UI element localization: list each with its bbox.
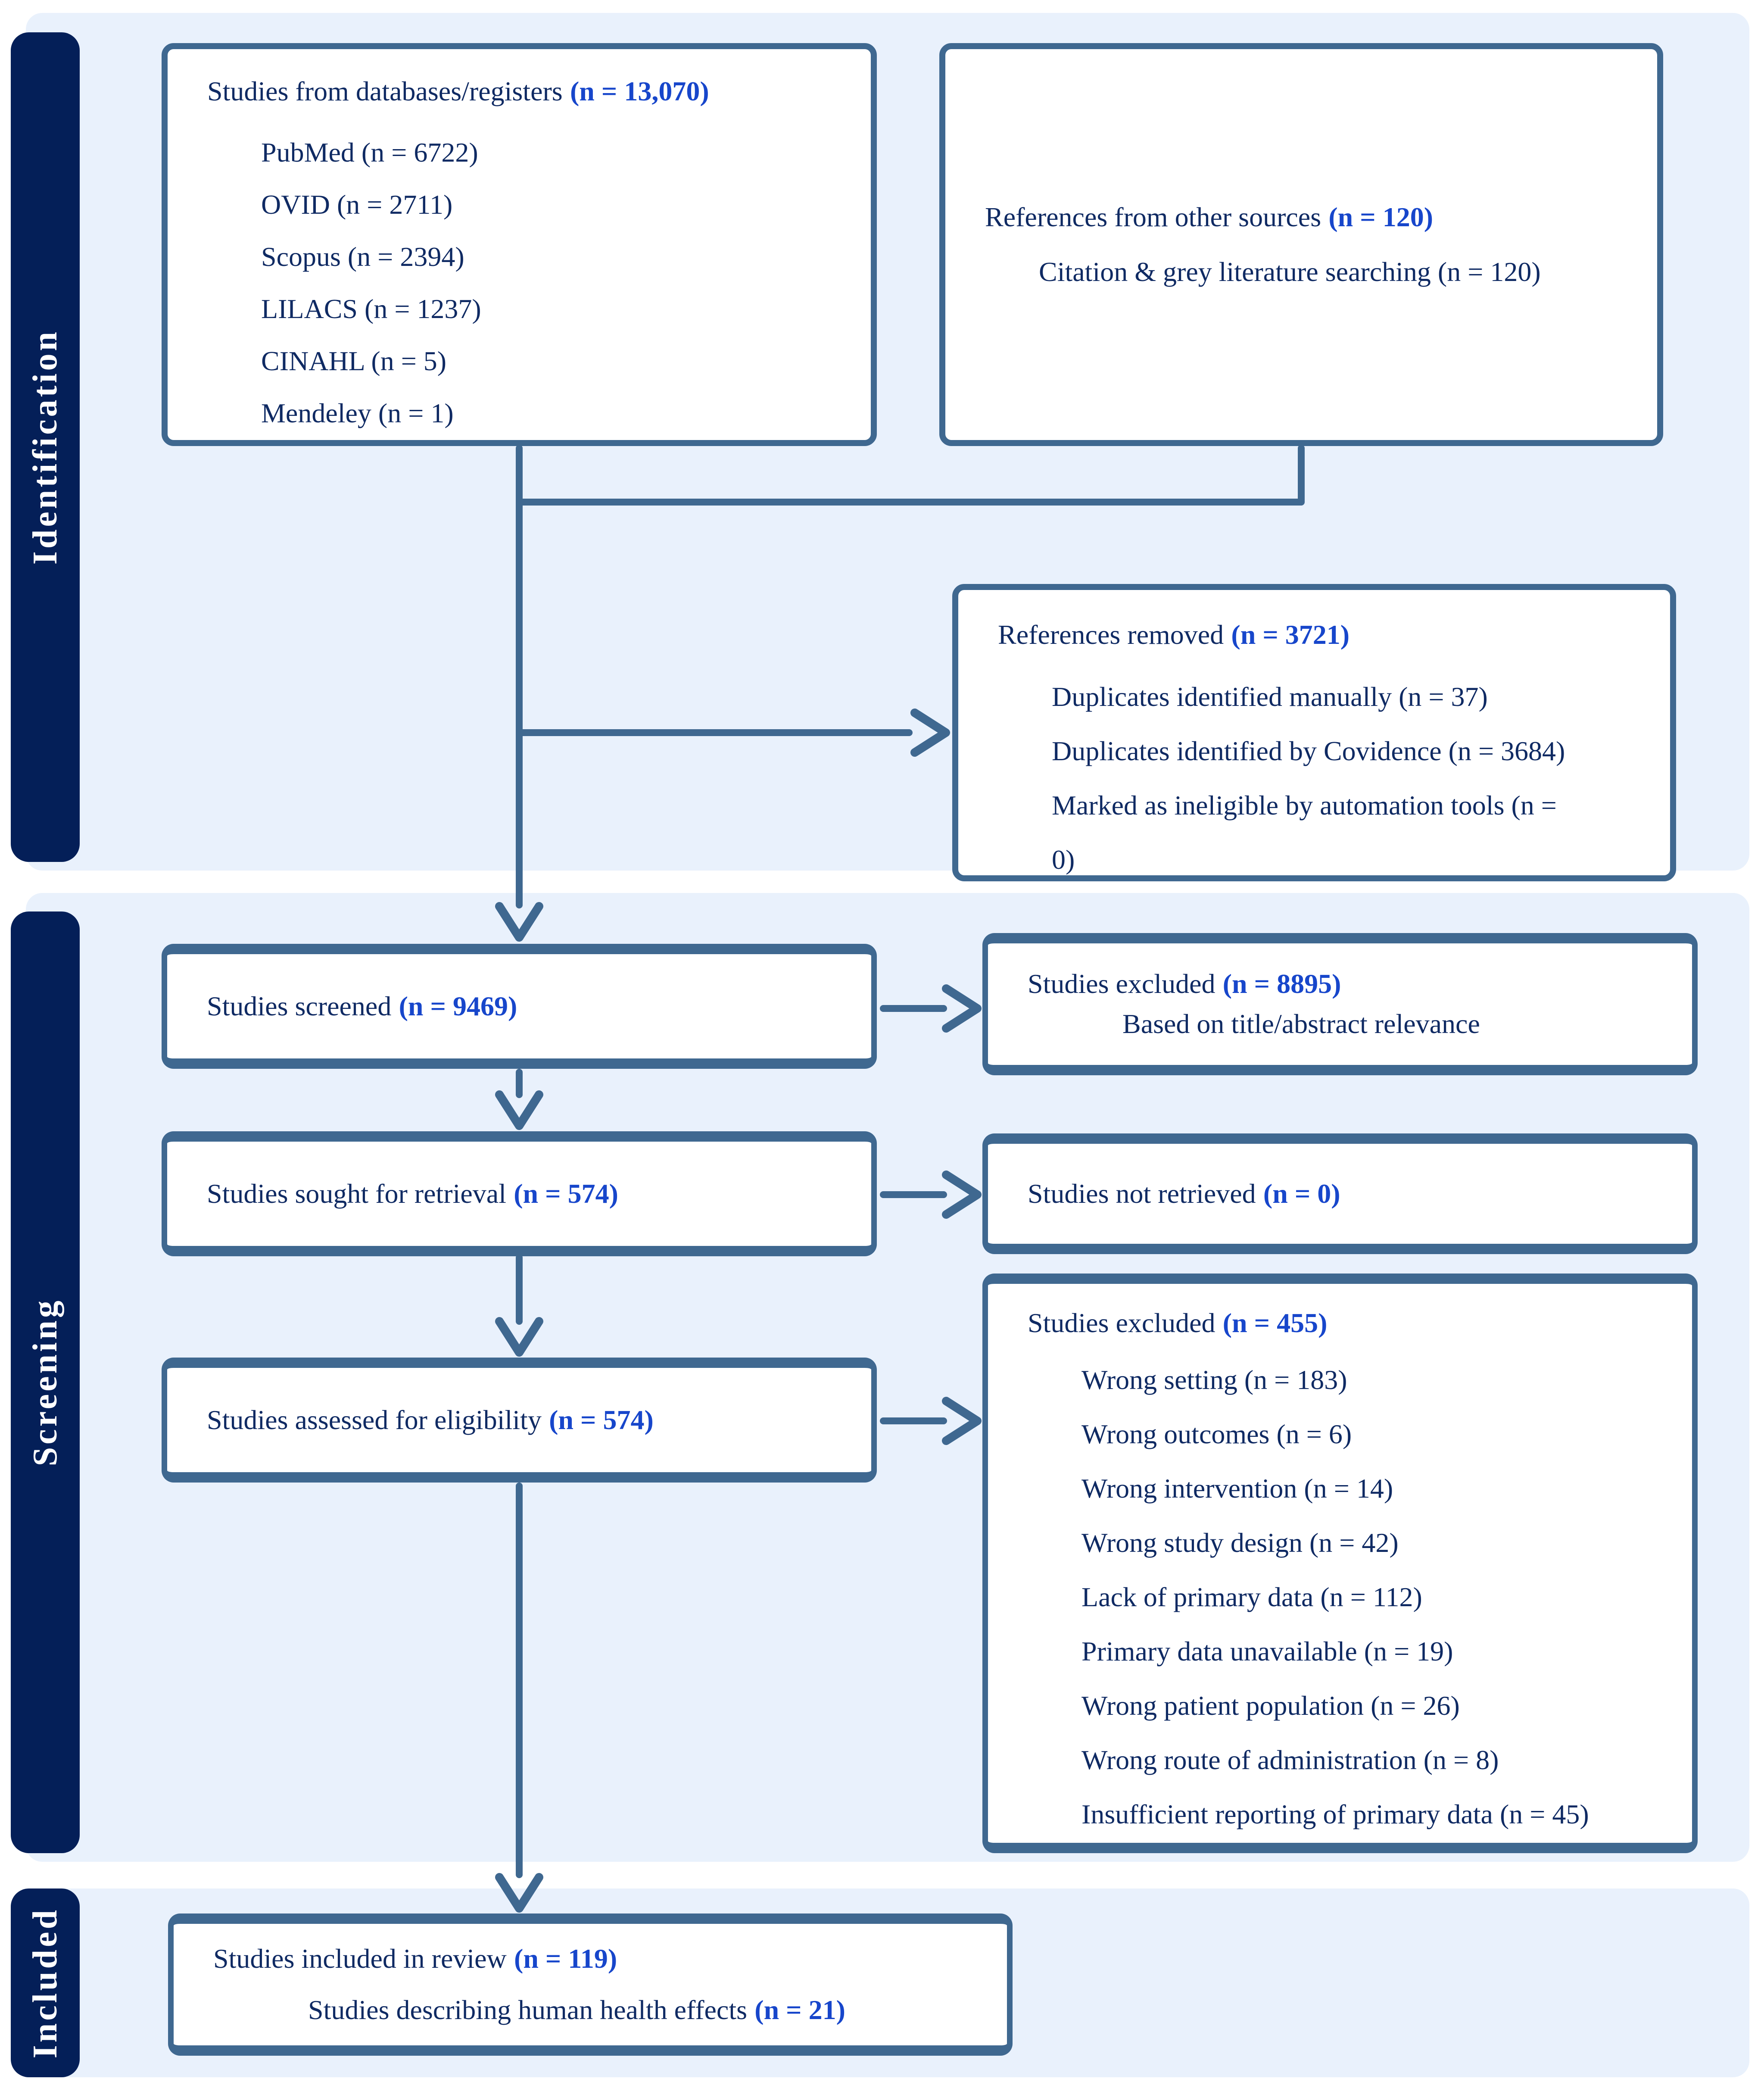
box-assessed: Studies assessed for eligibility(n = 574… xyxy=(162,1358,877,1483)
other-sources-title-text: References from other sources xyxy=(985,201,1321,232)
exclusion-reason: Primary data unavailable (n = 19) xyxy=(1081,1636,1453,1667)
box-references-removed: References removed(n = 3721) Duplicates … xyxy=(952,584,1676,881)
box-other-sources: References from other sources(n = 120) C… xyxy=(939,43,1663,446)
sought-title: Studies sought for retrieval (n = 574) xyxy=(207,1174,850,1214)
databases-title: Studies from databases/registers(n = 13,… xyxy=(207,72,845,112)
arrowhead-into-sought xyxy=(495,1090,543,1130)
sidebar-label-screening: Screening xyxy=(11,911,80,1853)
excluded-eligibility-title: Studies excluded(n = 455) xyxy=(1028,1303,1666,1343)
box-screened: Studies screened(n = 9469) xyxy=(162,944,877,1069)
references-removed-item: Duplicates identified by Covidence (n = … xyxy=(1052,735,1565,766)
references-removed-count: (n = 3721) xyxy=(1231,619,1350,650)
box-not-retrieved: Studies not retrieved(n = 0) xyxy=(982,1133,1698,1254)
database-item: OVID (n = 2711) xyxy=(261,189,453,220)
other-sources-item: Citation & grey literature searching (n … xyxy=(1039,256,1541,287)
arrowhead-into-assessed xyxy=(495,1317,543,1357)
included-subline: Studies describing human health effects(… xyxy=(213,1990,985,2030)
connector-other-sources-elbow xyxy=(516,445,1305,506)
sidebar-label-included: Included xyxy=(11,1888,80,2077)
arrowhead-into-screened xyxy=(495,902,543,942)
excluded-screening-reason: Based on title/abstract relevance xyxy=(1122,1008,1480,1039)
exclusion-reason: Wrong setting (n = 183) xyxy=(1081,1364,1347,1395)
not-retrieved-count: (n = 0) xyxy=(1263,1178,1340,1209)
included-count: (n = 119) xyxy=(514,1943,617,1974)
sought-count: (n = 574) xyxy=(514,1178,618,1209)
other-sources-count: (n = 120) xyxy=(1328,201,1434,232)
exclusion-reason: Wrong intervention (n = 14) xyxy=(1081,1473,1393,1504)
assessed-count: (n = 574) xyxy=(549,1404,654,1435)
arrowhead-into-included xyxy=(495,1873,543,1913)
databases-count: (n = 13,070) xyxy=(570,76,709,106)
sought-title-text: Studies sought for retrieval xyxy=(207,1178,506,1209)
exclusion-reason: Wrong route of administration (n = 8) xyxy=(1081,1744,1499,1775)
not-retrieved-title-text: Studies not retrieved xyxy=(1028,1178,1256,1209)
excluded-eligibility-count: (n = 455) xyxy=(1222,1308,1328,1338)
exclusion-reason: Insufficient reporting of primary data (… xyxy=(1081,1798,1589,1829)
references-removed-title-text: References removed xyxy=(998,619,1224,650)
references-removed-title: References removed(n = 3721) xyxy=(998,615,1644,655)
box-excluded-screening: Studies excluded(n = 8895) Based on titl… xyxy=(982,933,1698,1075)
exclusion-reason: Wrong study design (n = 42) xyxy=(1081,1527,1399,1558)
included-subline-count: (n = 21) xyxy=(754,1995,845,2025)
included-title: Studies included in review(n = 119) xyxy=(213,1939,985,1979)
other-sources-title: References from other sources(n = 120) xyxy=(985,197,1636,237)
not-retrieved-title: Studies not retrieved(n = 0) xyxy=(1028,1174,1671,1214)
assessed-title: Studies assessed for eligibility(n = 574… xyxy=(207,1400,850,1440)
box-excluded-eligibility: Studies excluded(n = 455) Wrong setting … xyxy=(982,1274,1698,1853)
database-item: PubMed (n = 6722) xyxy=(261,137,478,168)
excluded-eligibility-title-text: Studies excluded xyxy=(1028,1308,1215,1338)
database-item: LILACS (n = 1237) xyxy=(261,293,481,324)
references-removed-item: Duplicates identified manually (n = 37) xyxy=(1052,681,1488,712)
database-item: CINAHL (n = 5) xyxy=(261,345,447,376)
arrowhead-into-not-retrieved xyxy=(942,1171,982,1219)
excluded-screening-title: Studies excluded(n = 8895) xyxy=(1028,964,1671,1004)
database-item: Mendeley (n = 1) xyxy=(261,397,454,428)
database-item: Scopus (n = 2394) xyxy=(261,241,464,272)
arrowhead-into-excluded-eligibility xyxy=(942,1397,982,1445)
included-title-text: Studies included in review xyxy=(213,1943,507,1974)
box-included: Studies included in review(n = 119) Stud… xyxy=(168,1913,1013,2056)
screened-title-text: Studies screened xyxy=(207,990,392,1021)
assessed-title-text: Studies assessed for eligibility xyxy=(207,1404,542,1435)
screened-count: (n = 9469) xyxy=(399,990,517,1021)
arrowhead-into-excluded-screening xyxy=(942,984,982,1033)
excluded-screening-title-text: Studies excluded xyxy=(1028,968,1215,999)
excluded-screening-count: (n = 8895) xyxy=(1222,968,1341,999)
box-sought: Studies sought for retrieval (n = 574) xyxy=(162,1131,877,1256)
arrowhead-into-references-removed xyxy=(910,709,950,757)
box-databases: Studies from databases/registers(n = 13,… xyxy=(162,43,877,446)
included-subline-text: Studies describing human health effects xyxy=(308,1995,747,2025)
databases-title-text: Studies from databases/registers xyxy=(207,76,563,106)
sidebar-label-identification: Identification xyxy=(11,32,80,862)
exclusion-reason: Wrong outcomes (n = 6) xyxy=(1081,1418,1352,1449)
exclusion-reason: Lack of primary data (n = 112) xyxy=(1081,1581,1422,1612)
exclusion-reason: Wrong patient population (n = 26) xyxy=(1081,1690,1460,1721)
references-removed-item: Marked as ineligible by automation tools… xyxy=(1052,790,1557,875)
screened-title: Studies screened(n = 9469) xyxy=(207,986,850,1027)
